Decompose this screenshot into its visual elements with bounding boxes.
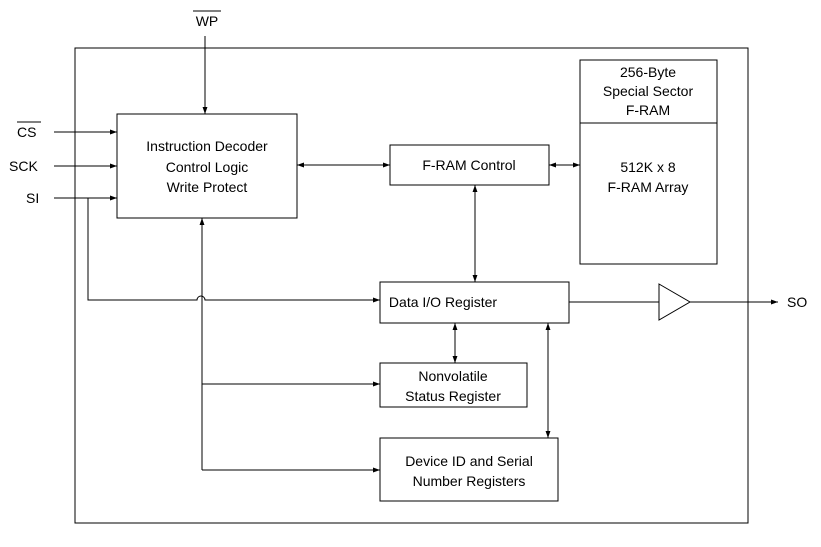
special-sector-line-3: F-RAM [626,102,670,118]
instruction-decoder-line-1: Instruction Decoder [146,138,268,154]
fram-control-block: F-RAM Control [389,144,550,186]
special-sector-line-2: Special Sector [603,83,694,99]
signal-labels: WP CS SCK SI SO [9,10,807,310]
data-io-register-label: Data I/O Register [389,294,497,310]
si-pin-label: SI [26,190,39,206]
data-io-register-block: Data I/O Register [379,281,570,324]
status-register-block: Nonvolatile Status Register [379,362,528,408]
wp-pin-label: WP [196,13,219,29]
output-buffer [658,283,691,321]
device-id-line-1: Device ID and Serial [405,453,533,469]
status-register-line-2: Status Register [405,388,501,404]
sck-pin-label: SCK [9,158,38,174]
so-pin-label: SO [787,294,807,310]
wires [54,36,778,473]
cs-pin-label: CS [17,124,36,140]
instruction-decoder-block: Instruction Decoder Control Logic Write … [116,113,298,219]
instruction-decoder-line-2: Control Logic [166,159,249,175]
special-sector-line-1: 256-Byte [620,64,676,80]
fram-array-line-2: F-RAM Array [608,179,689,195]
instruction-decoder-line-3: Write Protect [167,179,248,195]
fram-control-label: F-RAM Control [422,157,515,173]
fram-array-block: 256-Byte Special Sector F-RAM 512K x 8 F… [579,59,718,265]
status-register-line-1: Nonvolatile [418,368,487,384]
device-id-block: Device ID and Serial Number Registers [379,437,559,502]
wire-si-to-data-io [87,198,380,303]
fram-array-line-1: 512K x 8 [620,159,675,175]
device-id-line-2: Number Registers [413,473,526,489]
